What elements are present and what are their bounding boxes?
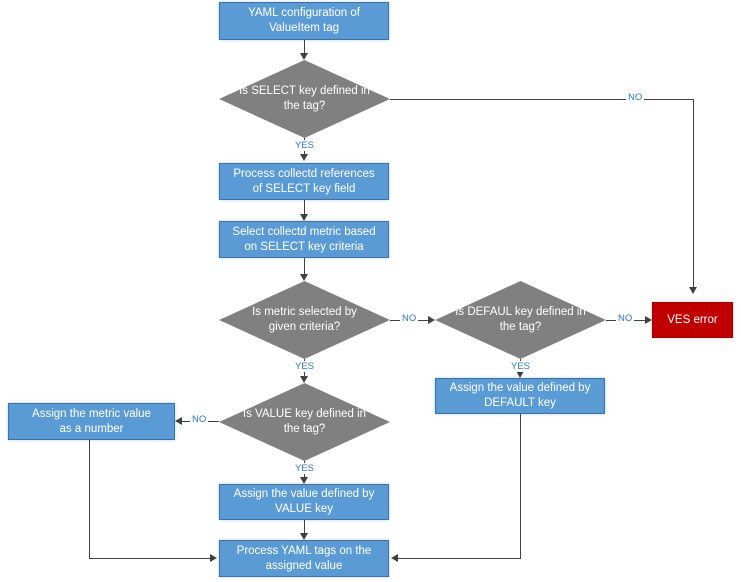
node-select-key-decision[interactable]: Is SELECT key defined in the tag? — [219, 60, 390, 138]
edge-label-metric-no: NO — [400, 313, 419, 324]
arrowhead-default-no — [645, 315, 652, 324]
arrowhead-select-yes — [299, 154, 308, 161]
node-process-yaml-tags-line-1: Process YAML tags on the — [236, 544, 372, 557]
connector-select-no-vertical — [693, 99, 694, 287]
edge-label-value-no: NO — [190, 414, 209, 425]
edge-label-select-yes: YES — [293, 140, 317, 151]
node-assign-value-key[interactable]: Assign the value defined by VALUE key — [219, 484, 389, 520]
node-assign-metric-number-line-1: Assign the metric value — [32, 407, 151, 420]
node-select-collectd-metric-line-1: Select collectd metric based — [232, 225, 376, 238]
node-metric-selected-decision-line-1: Is metric selected — [252, 306, 342, 318]
edge-label-default-no: NO — [616, 313, 635, 324]
node-default-key-decision[interactable]: Is DEFAUL key defined in the tag? — [435, 281, 606, 359]
node-default-key-decision-line-1: Is DEFAUL key — [455, 306, 533, 318]
node-assign-default-value[interactable]: Assign the value defined by DEFAULT key — [435, 378, 605, 414]
node-default-key-decision-line-2: defined in the tag? — [499, 306, 586, 333]
node-ves-error-line-1: VES error — [667, 313, 718, 326]
node-assign-value-key-line-2: VALUE key — [275, 503, 333, 515]
node-assign-value-key-line-1: Assign the value defined by — [233, 488, 375, 500]
node-process-yaml-tags-line-2: assigned value — [265, 559, 343, 572]
node-assign-metric-number-line-2: as a number — [59, 422, 124, 435]
connector-metricnumber-return-vertical — [89, 440, 90, 559]
node-process-collectd-references-line-1: Process collectd references — [233, 167, 375, 180]
edge-label-default-yes: YES — [509, 361, 533, 372]
node-select-key-decision-line-1: Is SELECT key — [239, 85, 317, 97]
arrowhead-default-yes — [515, 371, 524, 378]
arrowhead-value-no — [175, 417, 182, 425]
connector-default-return-horizontal — [398, 558, 520, 559]
arrowhead-start-to-select — [299, 53, 308, 60]
node-ves-error[interactable]: VES error — [652, 302, 733, 338]
arrowhead-value-yes — [299, 477, 308, 484]
connector-select-no-horizontal — [390, 99, 693, 100]
node-metric-selected-decision-line-2: by given criteria? — [268, 306, 357, 333]
edge-label-metric-yes: YES — [293, 361, 317, 372]
connector-default-return-vertical — [520, 414, 521, 559]
node-metric-selected-decision[interactable]: Is metric selected by given criteria? — [219, 281, 390, 359]
node-assign-default-value-line-1: Assign the value defined by — [449, 382, 591, 394]
node-select-collectd-metric-line-2: on SELECT key criteria — [244, 240, 364, 253]
node-assign-default-value-line-2: DEFAULT key — [484, 397, 556, 409]
edge-label-value-yes: YES — [293, 463, 317, 474]
connector-valuekey-to-process — [304, 520, 305, 533]
node-select-key-decision-line-2: defined in the tag? — [283, 85, 370, 112]
arrowhead-valuekey-to-process — [299, 533, 308, 540]
node-value-key-decision[interactable]: Is VALUE key defined in the tag? — [219, 383, 390, 461]
connector-metric-to-decision — [304, 258, 305, 274]
arrowhead-metric-no — [428, 315, 435, 324]
arrowhead-default-return — [391, 554, 398, 562]
arrowhead-metric-to-decision — [299, 274, 308, 281]
arrowhead-metric-yes — [299, 376, 308, 383]
node-yaml-configuration[interactable]: YAML configuration of ValueItem tag — [219, 2, 389, 40]
node-value-key-decision-line-2: defined in the tag? — [283, 408, 367, 435]
node-select-collectd-metric[interactable]: Select collectd metric based on SELECT k… — [219, 221, 389, 258]
arrowhead-select-no-to-ves-error — [688, 287, 697, 294]
connector-references-to-metric — [304, 200, 305, 214]
node-yaml-configuration-line-2: ValueItem tag — [268, 22, 340, 34]
node-process-collectd-references-line-2: of SELECT key field — [252, 182, 356, 195]
connector-metricnumber-return-horizontal — [89, 558, 210, 559]
node-process-yaml-tags[interactable]: Process YAML tags on the assigned value — [219, 540, 389, 577]
connector-start-to-select — [304, 40, 305, 53]
node-yaml-configuration-line-1: YAML configuration of — [248, 7, 360, 19]
edge-label-select-no: NO — [626, 92, 645, 103]
node-value-key-decision-line-1: Is VALUE key — [242, 408, 313, 420]
node-process-collectd-references[interactable]: Process collectd references of SELECT ke… — [219, 163, 389, 200]
arrowhead-references-to-metric — [299, 214, 308, 221]
node-assign-metric-number[interactable]: Assign the metric value as a number — [8, 403, 175, 440]
arrowhead-metricnumber-return — [210, 554, 217, 562]
